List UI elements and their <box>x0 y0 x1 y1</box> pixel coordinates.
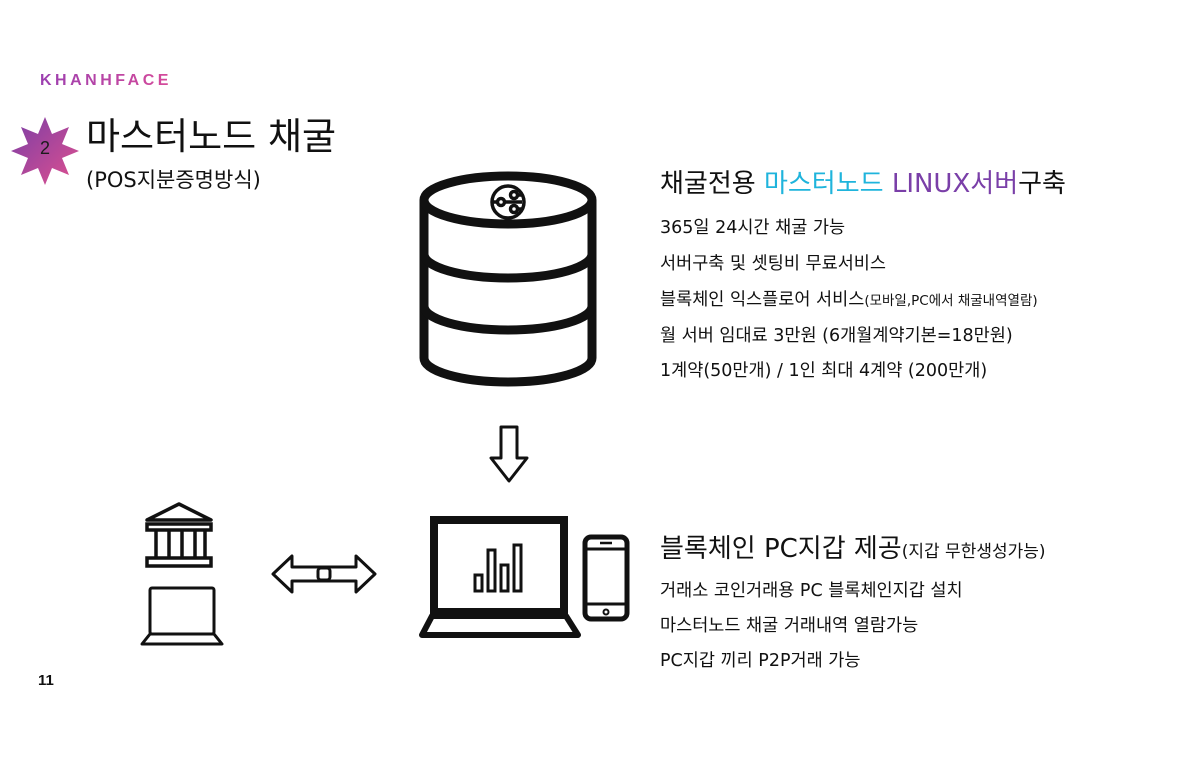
section-badge: 2 <box>10 116 80 186</box>
feature-line: 서버구축 및 셋팅비 무료서비스 <box>660 254 886 274</box>
server-database-icon <box>419 171 597 387</box>
heading-text-1: 채굴전용 <box>660 169 764 199</box>
small-laptop-icon <box>140 586 224 646</box>
wallet-feature-line: PC지갑 끼리 P2P거래 가능 <box>660 651 861 671</box>
star-badge-icon <box>11 117 79 185</box>
feature-line-note: (모바일,PC에서 채굴내역열람) <box>864 293 1038 309</box>
server-section-heading: 채굴전용 마스터노드 LINUX서버구축 <box>660 167 1066 201</box>
page-subtitle: (POS지분증명방식) <box>86 168 261 192</box>
wallet-feature-line: 거래소 코인거래용 PC 블록체인지갑 설치 <box>660 581 963 601</box>
feature-line: 365일 24시간 채굴 가능 <box>660 218 846 238</box>
double-arrow-icon <box>271 554 377 594</box>
feature-line: 1계약(50만개) / 1인 최대 4계약 (200만개) <box>660 361 988 381</box>
badge-number: 2 <box>39 138 50 158</box>
smartphone-icon <box>582 534 630 622</box>
heading-text-masternode: 마스터노드 <box>763 169 892 199</box>
laptop-chart-icon <box>419 516 581 638</box>
wallet-feature-line: 마스터노드 채굴 거래내역 열람가능 <box>660 616 919 636</box>
heading-text-build: 구축 <box>1018 169 1066 199</box>
down-arrow-icon <box>489 425 529 483</box>
page-number: 11 <box>38 672 54 689</box>
feature-line: 월 서버 임대료 3만원 (6개월계약기본=18만원) <box>660 326 1013 346</box>
wallet-heading-text: 블록체인 PC지갑 제공 <box>660 534 902 564</box>
wallet-heading-note: (지갑 무한생성가능) <box>901 542 1046 562</box>
heading-text-linux-server: LINUX서버 <box>891 169 1019 199</box>
brand-logo: KHANHFACE <box>40 72 172 89</box>
bank-icon <box>145 502 213 568</box>
feature-line-text: 블록체인 익스플로어 서비스 <box>660 290 865 310</box>
wallet-section-heading: 블록체인 PC지갑 제공(지갑 무한생성가능) <box>660 532 1046 569</box>
page-title: 마스터노드 채굴 <box>86 115 337 158</box>
feature-line: 블록체인 익스플로어 서비스(모바일,PC에서 채굴내역열람) <box>660 288 1038 313</box>
